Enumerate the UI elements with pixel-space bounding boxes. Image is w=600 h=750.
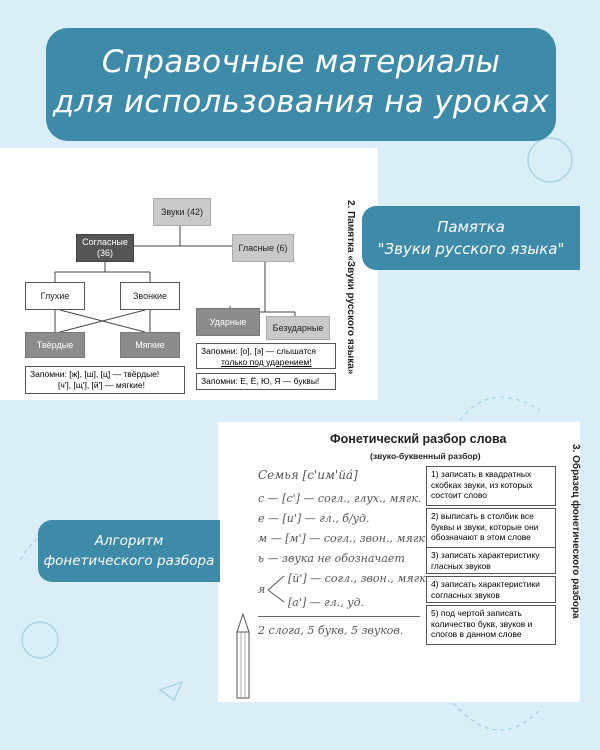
- pencil-icon: [236, 612, 250, 699]
- voiced-box: Звонкие: [120, 282, 180, 310]
- analysis-step: 2) выписать в столбик все буквы и звуки,…: [426, 508, 556, 550]
- note-line: [ч'], [щ'], [й'] — мягкие!: [58, 380, 145, 390]
- analysis-line: [а'] — гл., уд.: [288, 596, 365, 609]
- analysis-step: 5) под чертой записать количество букв, …: [426, 605, 556, 645]
- note-line: Запомни: Е, Ё, Ю, Я — буквы!: [201, 376, 320, 386]
- summary-divider: [258, 616, 420, 617]
- memo-label-line1: Памятка: [437, 218, 505, 236]
- note-line: только под ударением!: [221, 357, 312, 367]
- analysis-side-title: 3. Образец фонетического разбора: [570, 444, 581, 619]
- stressed-box: Ударные: [196, 308, 260, 336]
- analysis-word: Семья [с'им'йа́]: [258, 468, 358, 482]
- memo-label-card: Памятка "Звуки русского языка": [362, 206, 580, 270]
- analysis-line: с — [с'] — согл., глух., мягк.: [258, 492, 422, 505]
- hard-box: Твёрдые: [25, 332, 85, 358]
- consonants-box: Согласные (36): [76, 234, 134, 262]
- diagram-side-title: 2. Памятка «Звуки русского языка»: [345, 200, 356, 375]
- unstressed-box: Безударные: [266, 316, 330, 340]
- analysis-line: ь — звука не обозначает: [258, 552, 405, 565]
- hard-soft-note: Запомни: [ж], [ш], [ц] — твёрдые! [ч'], …: [25, 366, 185, 394]
- page-title-card: Справочные материалы для использования н…: [46, 28, 556, 141]
- sounds-box: Звуки (42): [153, 198, 211, 226]
- algorithm-label-card: Алгоритм фонетического разбора: [38, 520, 220, 582]
- note-line: Запомни: [о], [э] — слышатся: [201, 346, 316, 356]
- vowels-box: Гласные (6): [232, 234, 294, 262]
- analysis-subtitle: (звуко-буквенный разбор): [370, 451, 481, 461]
- analysis-line: м — [м'] — согл., звон., мягк.: [258, 532, 429, 545]
- page-title-line1: Справочные материалы: [101, 44, 501, 80]
- analysis-step: 3) записать характеристику гласных звуко…: [426, 547, 556, 574]
- analysis-title: Фонетический разбор слова: [330, 432, 507, 446]
- algorithm-label-line1: Алгоритм: [94, 533, 164, 549]
- analysis-line: е — [и'] — гл., б/уд.: [258, 512, 370, 525]
- analysis-step: 4) записать характеристики согласных зву…: [426, 576, 556, 603]
- ya-branch-connector: [267, 575, 285, 603]
- page-title-line2: для использования на уроках: [52, 84, 550, 120]
- vowels-note: Запомни: [о], [э] — слышатся только под …: [196, 343, 336, 369]
- algorithm-label-line2: фонетического разбора: [43, 553, 215, 569]
- memo-label-line2: "Звуки русского языка": [377, 240, 565, 258]
- analysis-summary: 2 слога, 5 букв, 5 звуков.: [258, 624, 404, 637]
- soft-box: Мягкие: [120, 332, 180, 358]
- letters-note: Запомни: Е, Ё, Ю, Я — буквы!: [196, 373, 336, 390]
- voiceless-box: Глухие: [25, 282, 85, 310]
- analysis-line: [й'] — согл., звон., мягк: [288, 572, 426, 585]
- analysis-letter-ya: я: [258, 583, 266, 596]
- analysis-step: 1) записать в квадратных скобках звуки, …: [426, 466, 556, 506]
- note-line: Запомни: [ж], [ш], [ц] — твёрдые!: [30, 369, 160, 379]
